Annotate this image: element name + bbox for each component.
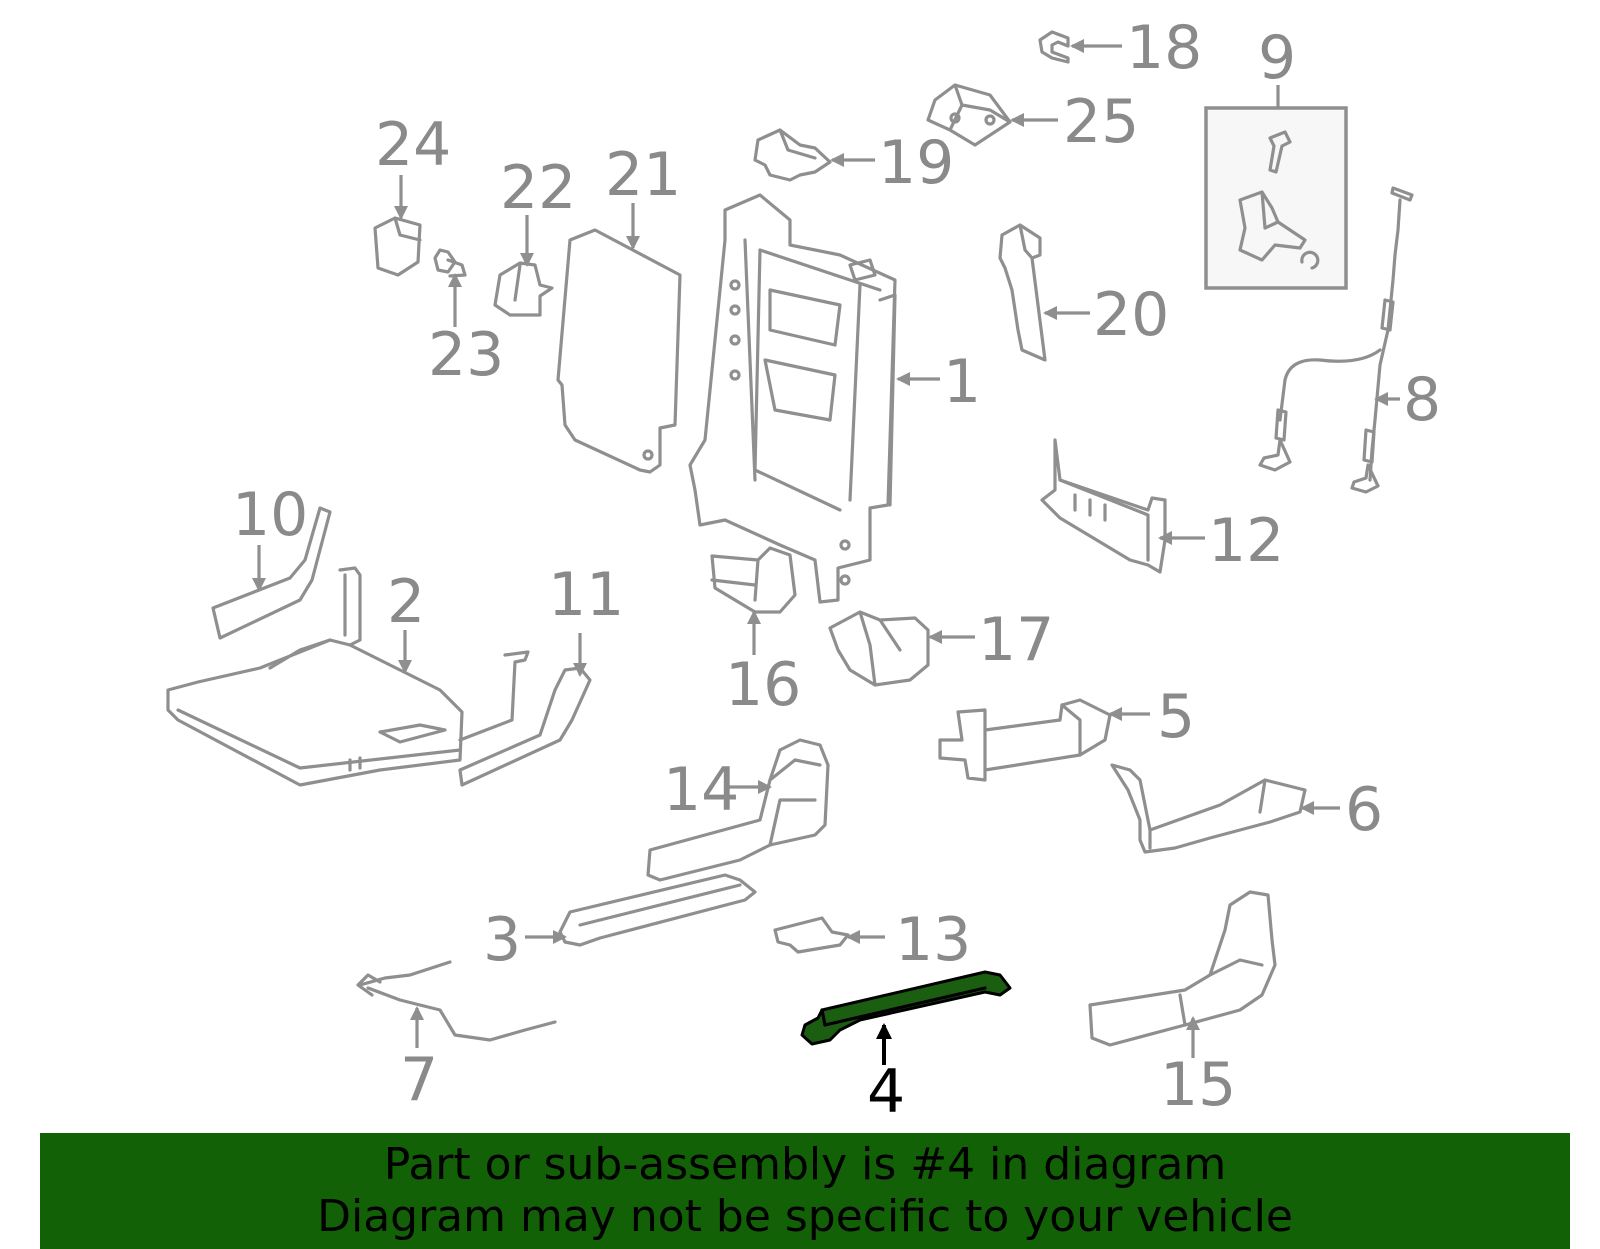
callout-10: 10 <box>232 480 308 550</box>
callout-17: 17 <box>978 605 1054 675</box>
callout-12: 12 <box>1208 506 1284 576</box>
part-3-rail <box>558 873 757 947</box>
callout-4: 4 <box>867 1057 905 1127</box>
callout-6: 6 <box>1345 775 1383 845</box>
part-24-clip <box>373 216 422 277</box>
part-14-cover <box>646 738 830 882</box>
part-15-cover <box>1088 890 1277 1047</box>
part-25-bracket <box>926 83 1012 147</box>
callout-21: 21 <box>605 140 681 210</box>
callout-5: 5 <box>1157 682 1195 752</box>
callout-20: 20 <box>1093 280 1169 350</box>
callout-22: 22 <box>500 153 576 223</box>
part-10-trim <box>211 506 332 640</box>
banner-line-2: Diagram may not be specific to your vehi… <box>317 1191 1293 1242</box>
callout-7: 7 <box>400 1045 438 1115</box>
part-6-rail-cover <box>1110 763 1307 854</box>
info-banner: Part or sub-assembly is #4 in diagram Di… <box>40 1133 1570 1249</box>
callout-1: 1 <box>943 347 981 417</box>
part-21-back-board <box>556 228 682 474</box>
callout-labels: 1 2 3 4 5 6 7 8 9 10 11 12 13 14 15 16 1… <box>232 13 1441 1127</box>
callout-14: 14 <box>663 755 739 825</box>
callout-25: 25 <box>1063 87 1139 157</box>
callout-16: 16 <box>725 650 801 720</box>
part-13-plate <box>773 916 850 954</box>
callout-18: 18 <box>1126 13 1202 83</box>
part-20-trim <box>998 223 1047 362</box>
part-4-highlighted-rail[interactable] <box>800 970 1012 1046</box>
part-12-bracket <box>1040 438 1167 574</box>
callout-9: 9 <box>1258 23 1296 93</box>
part-5-rail-cover <box>938 698 1112 782</box>
part-19-bracket <box>753 128 832 182</box>
callout-23: 23 <box>428 320 504 390</box>
part-1-seatback-frame <box>688 193 897 604</box>
banner-line-1: Part or sub-assembly is #4 in diagram <box>383 1139 1227 1190</box>
callout-19: 19 <box>878 128 954 198</box>
part-9-kit <box>1204 106 1348 290</box>
part-7-wire <box>356 960 557 1042</box>
part-22-bracket <box>493 261 554 317</box>
callout-15: 15 <box>1160 1050 1236 1120</box>
part-23-fastener <box>433 248 467 278</box>
part-18-clip <box>1038 30 1070 64</box>
callout-24: 24 <box>375 110 451 180</box>
part-8-cable <box>1258 186 1414 494</box>
part-11-trim <box>458 650 592 787</box>
part-16-cover <box>710 546 797 614</box>
callout-2: 2 <box>387 567 425 637</box>
part-17-cover <box>828 610 930 687</box>
callout-11: 11 <box>548 560 624 630</box>
callout-3: 3 <box>483 905 521 975</box>
callout-8: 8 <box>1403 365 1441 435</box>
callout-13: 13 <box>895 905 971 975</box>
leader-lines <box>252 39 1400 1065</box>
part-2-cushion-frame <box>166 566 464 787</box>
